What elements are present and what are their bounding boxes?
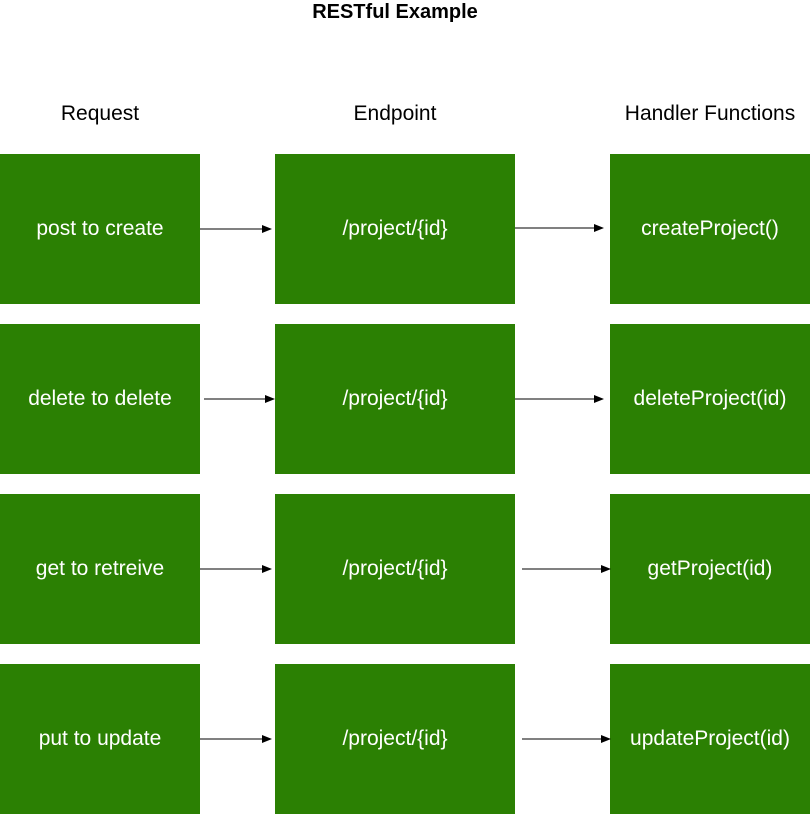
request-box-put: put to update (0, 664, 200, 814)
endpoint-box-post: /project/{id} (275, 154, 515, 304)
handler-box-update: updateProject(id) (610, 664, 810, 814)
column-header-endpoint: Endpoint (353, 102, 437, 125)
endpoint-box-put: /project/{id} (275, 664, 515, 814)
request-box-get: get to retreive (0, 494, 200, 644)
column-header-handler: Handler Functions (624, 102, 796, 125)
request-box-delete: delete to delete (0, 324, 200, 474)
endpoint-box-delete: /project/{id} (275, 324, 515, 474)
endpoint-box-get: /project/{id} (275, 494, 515, 644)
request-box-post: post to create (0, 154, 200, 304)
handler-box-delete: deleteProject(id) (610, 324, 810, 474)
handler-box-get: getProject(id) (610, 494, 810, 644)
handler-box-create: createProject() (610, 154, 810, 304)
column-header-request: Request (60, 102, 140, 125)
diagram-title: RESTful Example (312, 1, 478, 23)
